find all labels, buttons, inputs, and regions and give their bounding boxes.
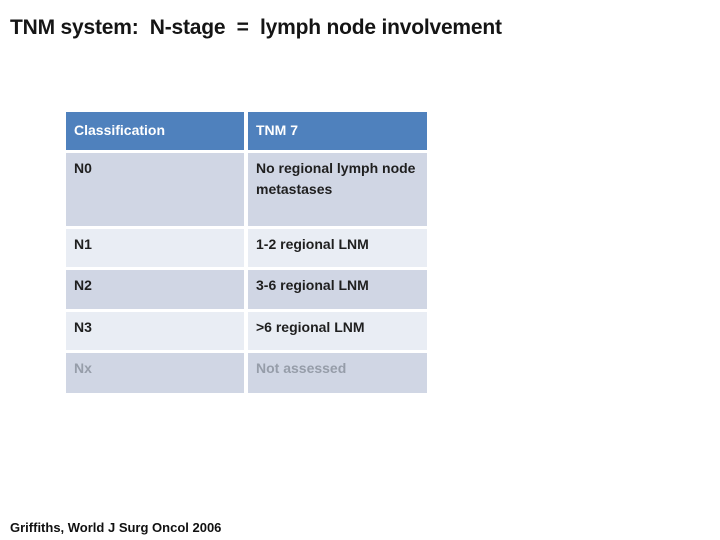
table-cell-classification-n0: N0	[66, 153, 244, 226]
table-cell-classification-n1: N1	[66, 229, 244, 267]
table-cell-classification-n2: N2	[66, 270, 244, 309]
table-cell-tnm7-n2: 3-6 regional LNM	[248, 270, 427, 309]
table-cell-classification-nx: Nx	[66, 353, 244, 393]
slide-title: TNM system: N-stage = lymph node involve…	[10, 16, 502, 39]
table-cell-tnm7-nx: Not assessed	[248, 353, 427, 393]
table-header-tnm7: TNM 7	[248, 112, 427, 150]
tnm-classification-table: Classification TNM 7 N0 No regional lymp…	[66, 112, 427, 393]
table-cell-classification-n3: N3	[66, 312, 244, 350]
table-cell-tnm7-n3: >6 regional LNM	[248, 312, 427, 350]
table-header-classification: Classification	[66, 112, 244, 150]
citation: Griffiths, World J Surg Oncol 2006	[10, 520, 222, 535]
table-cell-tnm7-n1: 1-2 regional LNM	[248, 229, 427, 267]
table-cell-tnm7-n0: No regional lymph node metastases	[248, 153, 427, 226]
